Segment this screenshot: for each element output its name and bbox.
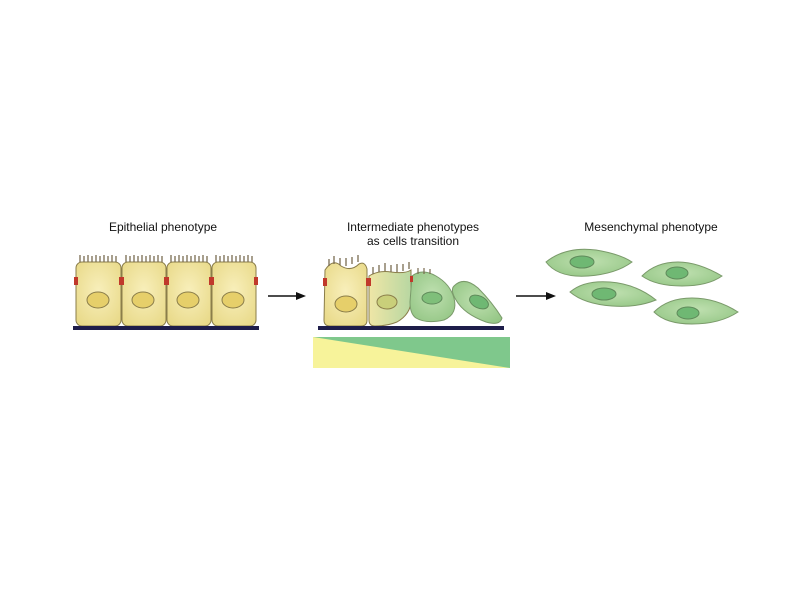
arrow-icon bbox=[516, 292, 556, 300]
cell-junctions bbox=[323, 276, 413, 286]
epithelial-cell bbox=[211, 255, 257, 327]
intermediate-cells bbox=[318, 255, 504, 330]
mesenchymal-cells bbox=[545, 248, 739, 325]
mesenchymal-cell bbox=[545, 248, 633, 277]
intermediate-cell bbox=[323, 262, 368, 327]
mesenchymal-cell bbox=[569, 281, 657, 307]
epithelial-cell bbox=[75, 255, 122, 327]
epithelial-label: Epithelial phenotype bbox=[109, 220, 217, 234]
basement-membrane bbox=[318, 326, 504, 330]
arrow-icon bbox=[268, 292, 306, 300]
epithelial-cell bbox=[121, 255, 167, 327]
mesenchymal-cell bbox=[653, 297, 739, 325]
intermediate-label-line1: Intermediate phenotypes bbox=[347, 220, 479, 234]
epithelial-cell bbox=[166, 255, 212, 327]
intermediate-label-line2: as cells transition bbox=[367, 234, 459, 248]
transition-gradient-bar bbox=[313, 337, 510, 368]
mesenchymal-label: Mesenchymal phenotype bbox=[584, 220, 718, 234]
mesenchymal-cell bbox=[641, 261, 723, 287]
basement-membrane bbox=[73, 326, 259, 330]
cell-junctions bbox=[74, 277, 258, 285]
epithelial-sheet bbox=[73, 255, 259, 330]
